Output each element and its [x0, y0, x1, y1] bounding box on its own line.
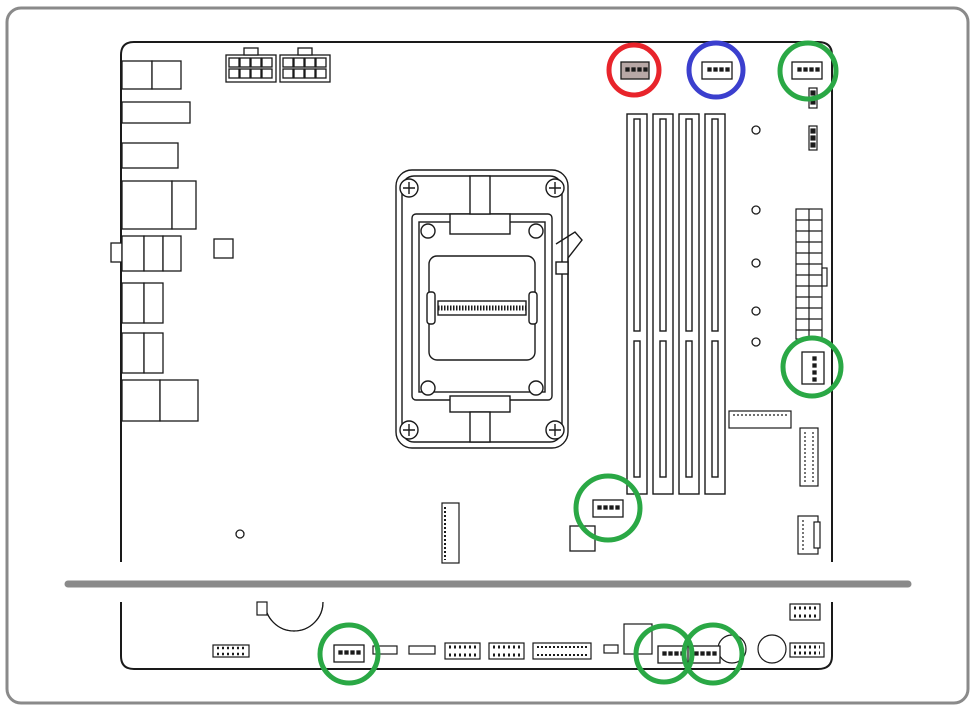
atx-power-connector [795, 208, 828, 340]
highlight-rings [317, 40, 844, 686]
center-fan-header [592, 499, 624, 518]
fan-headers [333, 61, 825, 664]
mounting-holes [235, 125, 761, 539]
small-chip [213, 238, 234, 259]
highlight-ring-green-bottom-right-1 [633, 623, 695, 685]
highlight-ring-green-top-right [777, 40, 839, 102]
rear-io-panel [110, 60, 199, 422]
board-outline-bottom [120, 602, 833, 670]
highlight-ring-green-bottom-right-2 [681, 622, 745, 686]
eps-power-connectors [225, 47, 331, 83]
m2-slot [441, 502, 460, 564]
bottom-right-fan-header-1 [657, 645, 689, 664]
highlight-ring-green-right-edge [780, 335, 844, 399]
right-edge-fan-header [801, 351, 825, 385]
bottom-left-fan-header [333, 644, 365, 663]
highlight-ring-green-center [573, 473, 643, 543]
board-outline-top [120, 41, 833, 562]
cpu-socket [395, 169, 583, 449]
highlight-ring-red [606, 42, 662, 98]
highlight-ring-blue [686, 40, 746, 100]
dimm-slots [626, 113, 726, 495]
socket-screws [399, 178, 565, 440]
bottom-components [212, 601, 825, 664]
highlight-ring-green-bottom-left [317, 622, 381, 686]
right-edge-connectors [728, 410, 821, 555]
